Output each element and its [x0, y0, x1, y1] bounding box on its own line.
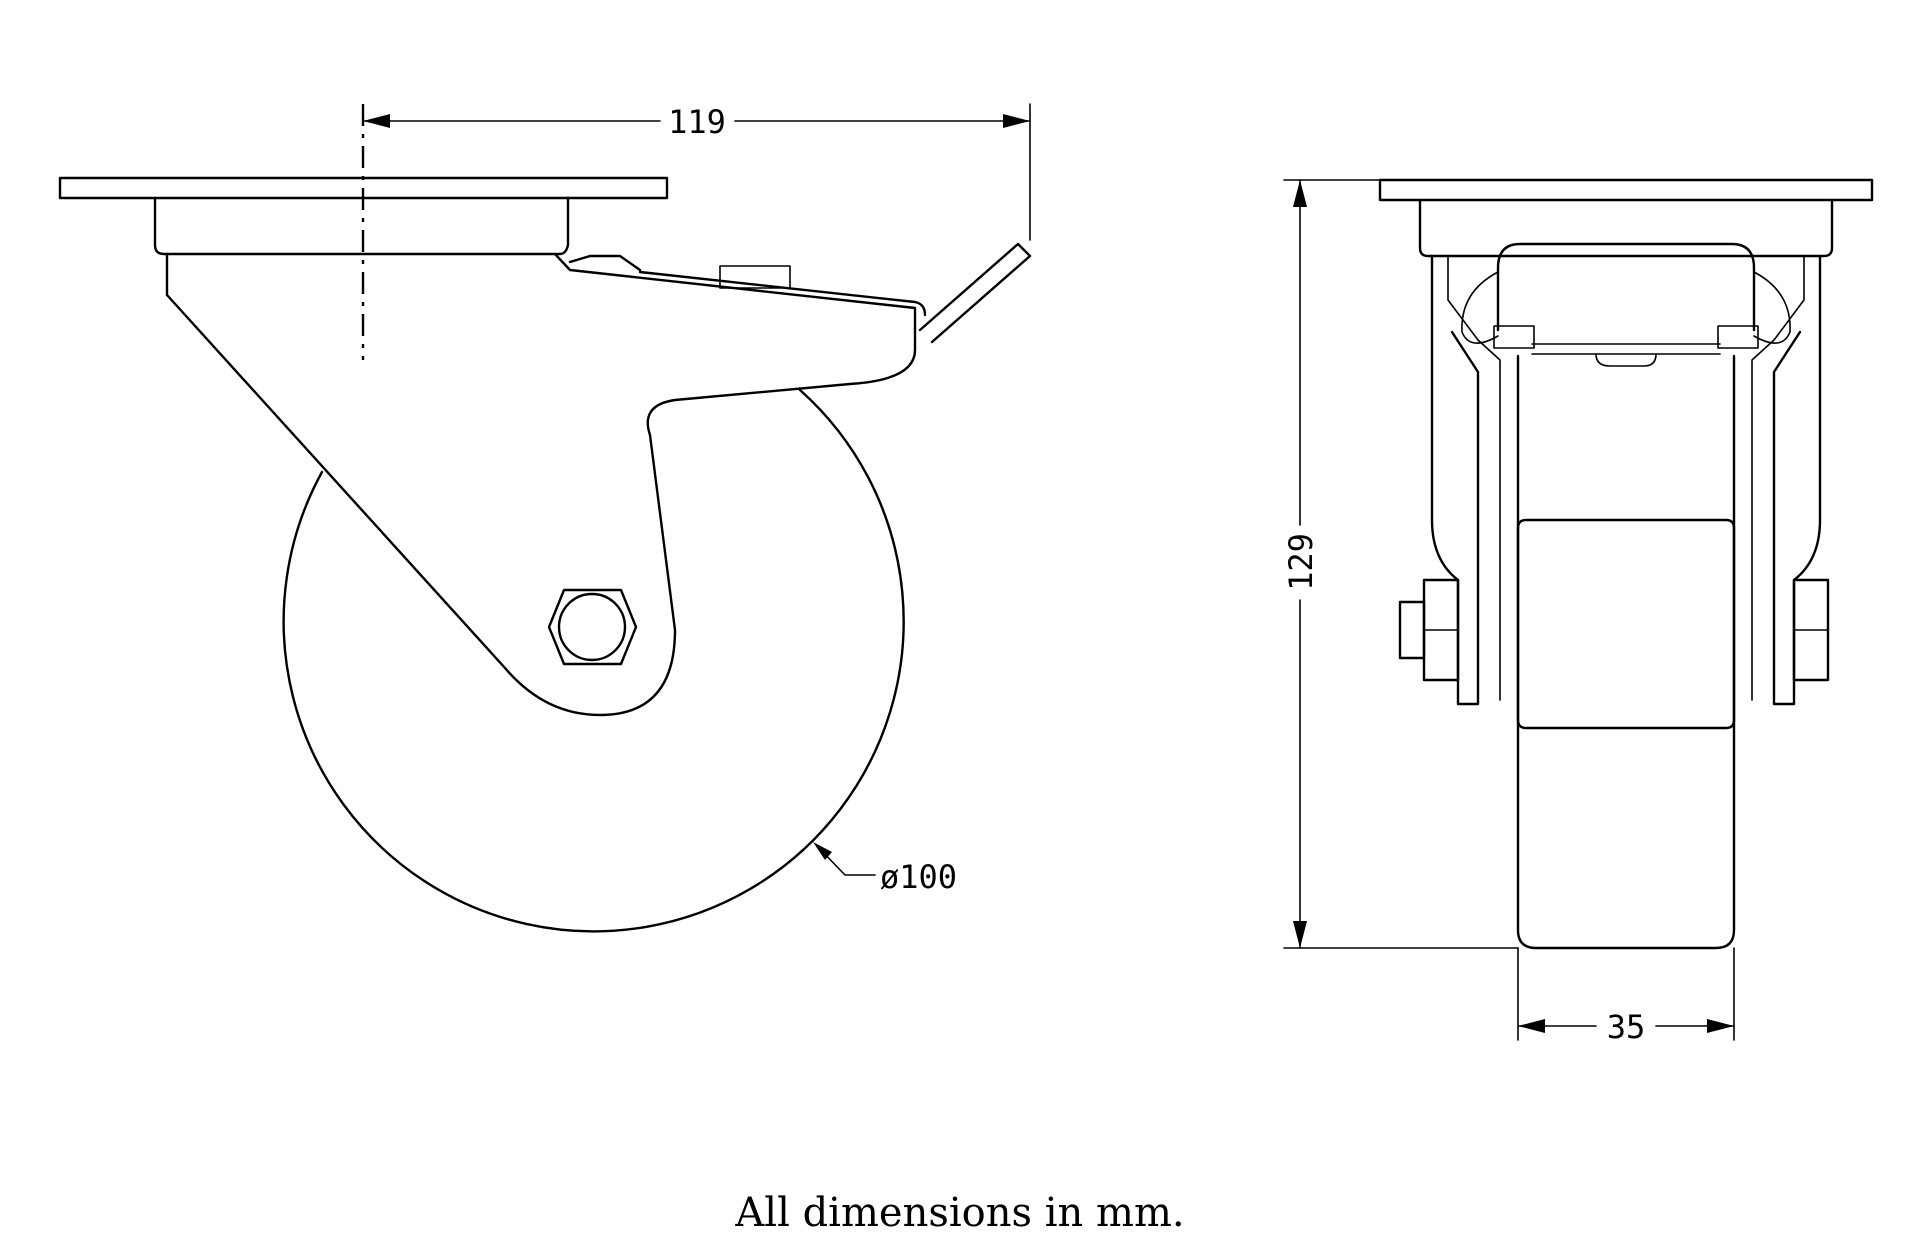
front-fork-left-leg [1430, 254, 1480, 706]
front-top-plate [1378, 178, 1874, 202]
dim-diameter-label: ø100 [880, 858, 957, 896]
front-fork-left-inner [1447, 255, 1501, 701]
dim-119-label: 119 [668, 103, 726, 141]
front-fork-right-inner [1751, 255, 1805, 701]
dim-119-arrow-right [1003, 114, 1030, 128]
front-kingpin-bush-right [1717, 325, 1759, 349]
side-view: 119 ø100 [58, 103, 1032, 933]
side-brake-upper [638, 270, 927, 317]
dim-diameter-arrow [813, 842, 832, 860]
front-fork-right-leg [1772, 254, 1822, 706]
dim-119-arrow-left [363, 114, 390, 128]
dimensions-caption: All dimensions in mm. [735, 1190, 1185, 1236]
front-kingpin-housing [1496, 242, 1756, 332]
front-swivel-head [1418, 198, 1834, 258]
side-brake-tab [719, 265, 791, 289]
dim-129-arrow-bottom [1293, 921, 1307, 948]
front-wheel-hub [1516, 518, 1736, 730]
side-axle-bolt [557, 592, 627, 662]
dim-35-arrow-right [1707, 1019, 1734, 1033]
front-kingpin-nut [1595, 353, 1657, 367]
front-view: 129 35 [1282, 178, 1874, 1046]
front-axle-washer-left [1398, 600, 1426, 660]
side-swivel-head [153, 196, 570, 256]
dim-35-label: 35 [1607, 1008, 1646, 1046]
front-boss-left [1461, 271, 1499, 344]
front-wheel-tread [1516, 354, 1736, 950]
side-brake-housing [568, 254, 642, 272]
side-brake-lever [918, 242, 1032, 344]
front-kingpin-bush-left [1493, 325, 1535, 349]
dim-35-arrow-left [1518, 1019, 1545, 1033]
side-fork-bracket [165, 252, 917, 717]
side-wheel [282, 388, 905, 933]
side-axle-hex-nut [547, 588, 638, 666]
front-boss-right [1753, 271, 1791, 344]
dim-129-label: 129 [1282, 533, 1320, 591]
dim-129-arrow-top [1293, 180, 1307, 207]
